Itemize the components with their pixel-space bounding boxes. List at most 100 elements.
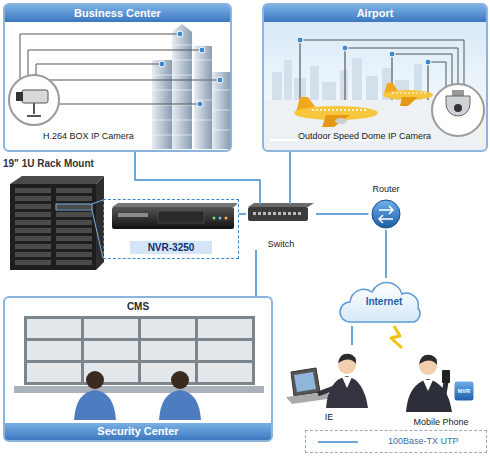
network-switch	[248, 203, 314, 207]
monitoring-room	[27, 319, 252, 382]
laptop-user	[338, 354, 356, 364]
legend-entry: 100Base-TX UTP	[306, 436, 459, 447]
airport-scene	[284, 60, 292, 102]
mobile-user	[454, 381, 474, 401]
network-switch	[248, 203, 314, 221]
airport-scene	[352, 58, 362, 102]
network-switch	[283, 212, 286, 215]
site-title: Business Center	[5, 5, 230, 22]
box-camera-icon	[22, 90, 48, 103]
utp-cable	[135, 152, 260, 204]
airplane	[294, 83, 433, 127]
airplane	[322, 115, 350, 127]
network-switch	[248, 207, 308, 221]
site-panel: Business CenterH.264 BOX IP Camera	[3, 3, 232, 152]
airport-scene	[392, 54, 452, 85]
airport-scene	[264, 22, 486, 150]
monitoring-room	[14, 316, 264, 420]
office-buildings	[194, 46, 212, 149]
utp-cable	[316, 213, 369, 215]
office-buildings	[172, 24, 192, 149]
app-icon-text: NVR	[454, 388, 474, 395]
client-label: Mobile Phone	[413, 417, 468, 428]
utp-cable	[239, 213, 246, 215]
airplane	[312, 109, 366, 111]
legend-line-sample	[318, 441, 358, 443]
label-holder: NVR	[454, 388, 474, 395]
dome-camera-icon	[446, 96, 470, 116]
site-panel: AirportOutdoor Speed Dome IP Camera	[262, 3, 488, 152]
internet-cloud-shape	[340, 282, 420, 322]
legend-box: 100Base-TX UTP	[305, 430, 487, 453]
mobile-user	[442, 370, 450, 383]
office-buildings	[152, 24, 230, 149]
network-switch	[278, 212, 281, 215]
nvr-unit	[225, 217, 228, 220]
pc-client: IE	[285, 345, 373, 423]
wiring-dot	[199, 47, 205, 53]
camera-wiring	[20, 34, 180, 80]
nvr-unit	[213, 217, 216, 220]
site-title: Airport	[264, 5, 486, 22]
airport-scene	[310, 66, 319, 102]
camera-wiring	[28, 50, 202, 77]
mobile-user	[406, 355, 474, 412]
server-rack	[15, 188, 51, 266]
camera-wiring	[44, 77, 220, 80]
airport-scene	[366, 76, 378, 102]
mobile-user	[423, 380, 433, 391]
airport-scene	[340, 70, 348, 102]
airport-scene	[342, 45, 348, 51]
mobile-user	[444, 382, 446, 394]
server-rack	[10, 184, 96, 270]
utp-cable	[289, 152, 291, 204]
laptop-user	[342, 377, 352, 388]
router-icon	[372, 200, 400, 228]
airplane	[400, 97, 418, 106]
nvr-unit	[219, 217, 222, 220]
internet-cloud-shape	[340, 282, 420, 322]
wiring-dot	[197, 101, 203, 107]
monitoring-room	[171, 371, 189, 389]
network-switch	[273, 212, 276, 215]
wiring-dot	[217, 77, 223, 83]
airport-scene	[264, 22, 486, 150]
laptop-user	[291, 368, 320, 396]
camera-wiring	[59, 104, 200, 105]
box-camera-icon	[9, 75, 59, 125]
network-switch	[268, 212, 271, 215]
network-switch	[298, 212, 301, 215]
dome-camera-icon	[452, 90, 464, 96]
switch-node: Switch	[246, 204, 316, 250]
airport-scene	[322, 82, 336, 102]
nvr-device-box: NVR-3250	[103, 199, 239, 259]
mobile-user	[406, 379, 452, 412]
airplane	[392, 93, 428, 94]
wiring-dot	[159, 61, 165, 67]
network-switch	[288, 212, 291, 215]
legend-text: 100Base-TX UTP	[388, 436, 459, 447]
internet-cloud: Internet	[338, 278, 430, 326]
server-rack	[56, 188, 92, 266]
box-camera-icon	[27, 103, 41, 116]
model-name: NVR-3250	[130, 241, 213, 254]
wireless-link	[391, 326, 402, 348]
router-icon	[372, 200, 400, 228]
network-switch	[263, 212, 266, 215]
cloud-label: Internet	[366, 296, 403, 308]
client-label: IE	[325, 412, 334, 423]
laptop-user	[286, 354, 368, 408]
network-switch	[253, 212, 256, 215]
camera-caption: H.264 BOX IP Camera	[43, 131, 134, 142]
monitoring-room	[159, 390, 201, 420]
server-rack	[10, 176, 104, 270]
security-center-panel: CMSSecurity Center	[3, 296, 273, 442]
airport-scene	[389, 51, 395, 57]
dome-camera-icon	[432, 84, 484, 136]
airport-scene	[297, 37, 303, 43]
airplane	[335, 118, 347, 124]
dome-camera-icon	[432, 84, 484, 136]
network-switch	[253, 212, 301, 215]
